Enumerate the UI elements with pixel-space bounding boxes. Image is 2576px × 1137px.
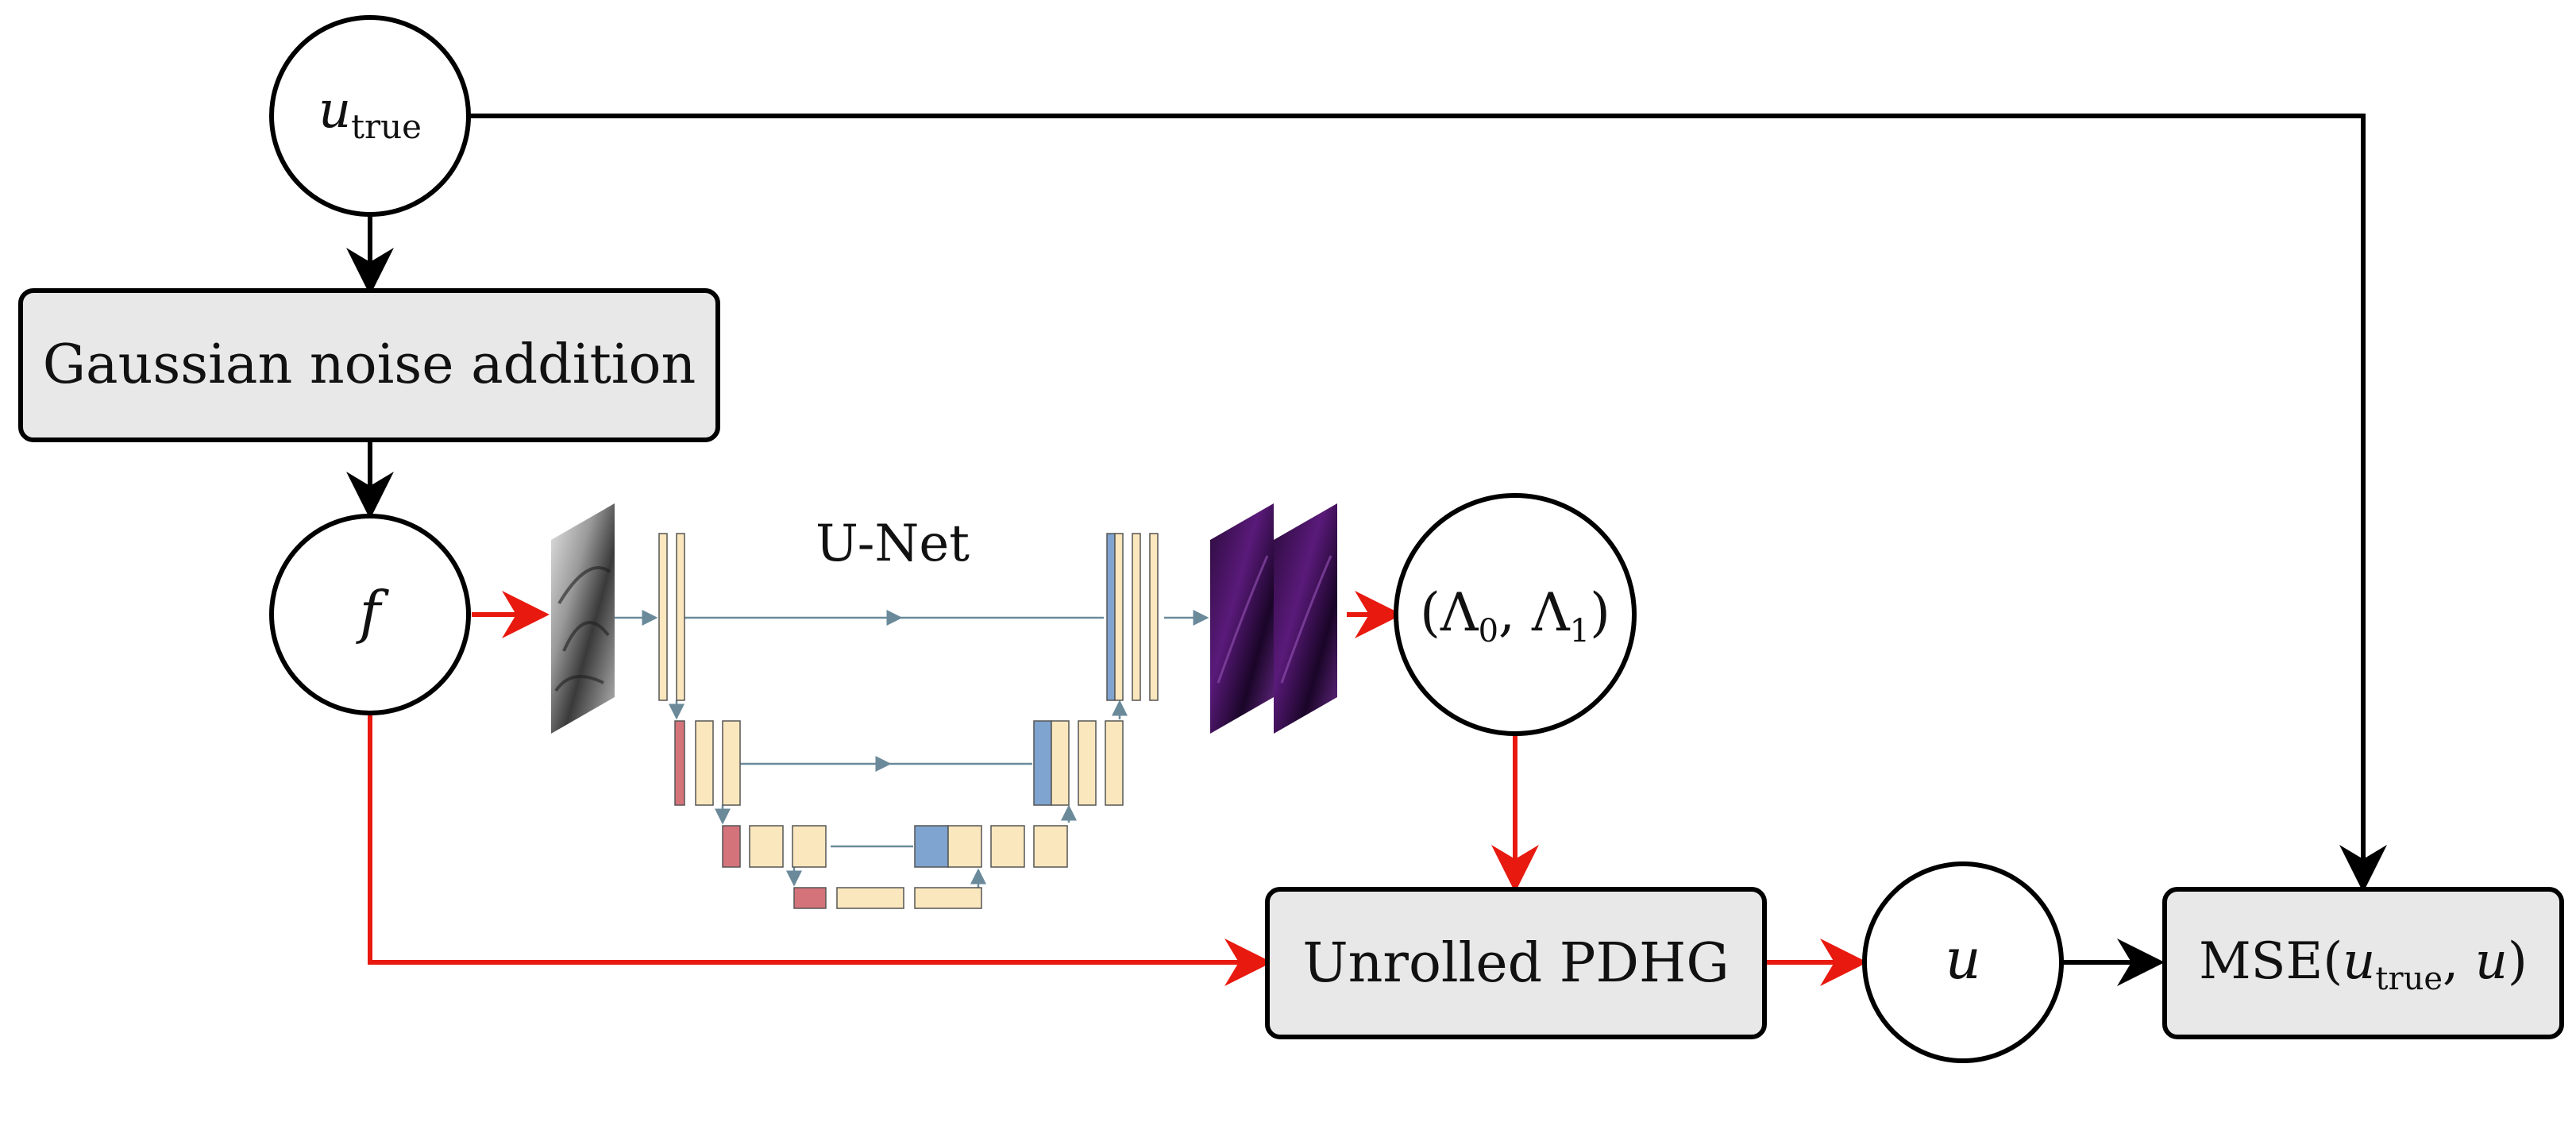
u-true-label: utrue	[318, 81, 422, 146]
node-f: f	[269, 514, 471, 715]
mse-label: MSE(utrue, u)	[2199, 932, 2528, 997]
u-label: u	[1945, 927, 1980, 992]
node-mse-box: MSE(utrue, u)	[2162, 887, 2564, 1039]
noisy-image-thumbnail	[551, 503, 615, 734]
connectors	[346, 114, 2387, 986]
unet-label: U-Net	[816, 515, 970, 573]
unet-illustration: U-Net	[551, 503, 1337, 909]
node-u: u	[1862, 861, 2064, 1063]
pdhg-label: Unrolled PDHG	[1302, 932, 1729, 995]
lambda-label: (Λ0, Λ1)	[1420, 582, 1610, 649]
node-pdhg-box: Unrolled PDHG	[1265, 887, 1767, 1039]
node-noise-box: Gaussian noise addition	[18, 288, 720, 442]
noisy-image-texture	[554, 566, 611, 692]
noise-label: Gaussian noise addition	[43, 333, 696, 396]
arrow-utrue-to-mse	[470, 114, 2387, 892]
node-u-true: utrue	[269, 15, 471, 217]
arrow-f-to-pdhg	[368, 715, 1272, 986]
node-lambda: (Λ0, Λ1)	[1394, 493, 1637, 736]
